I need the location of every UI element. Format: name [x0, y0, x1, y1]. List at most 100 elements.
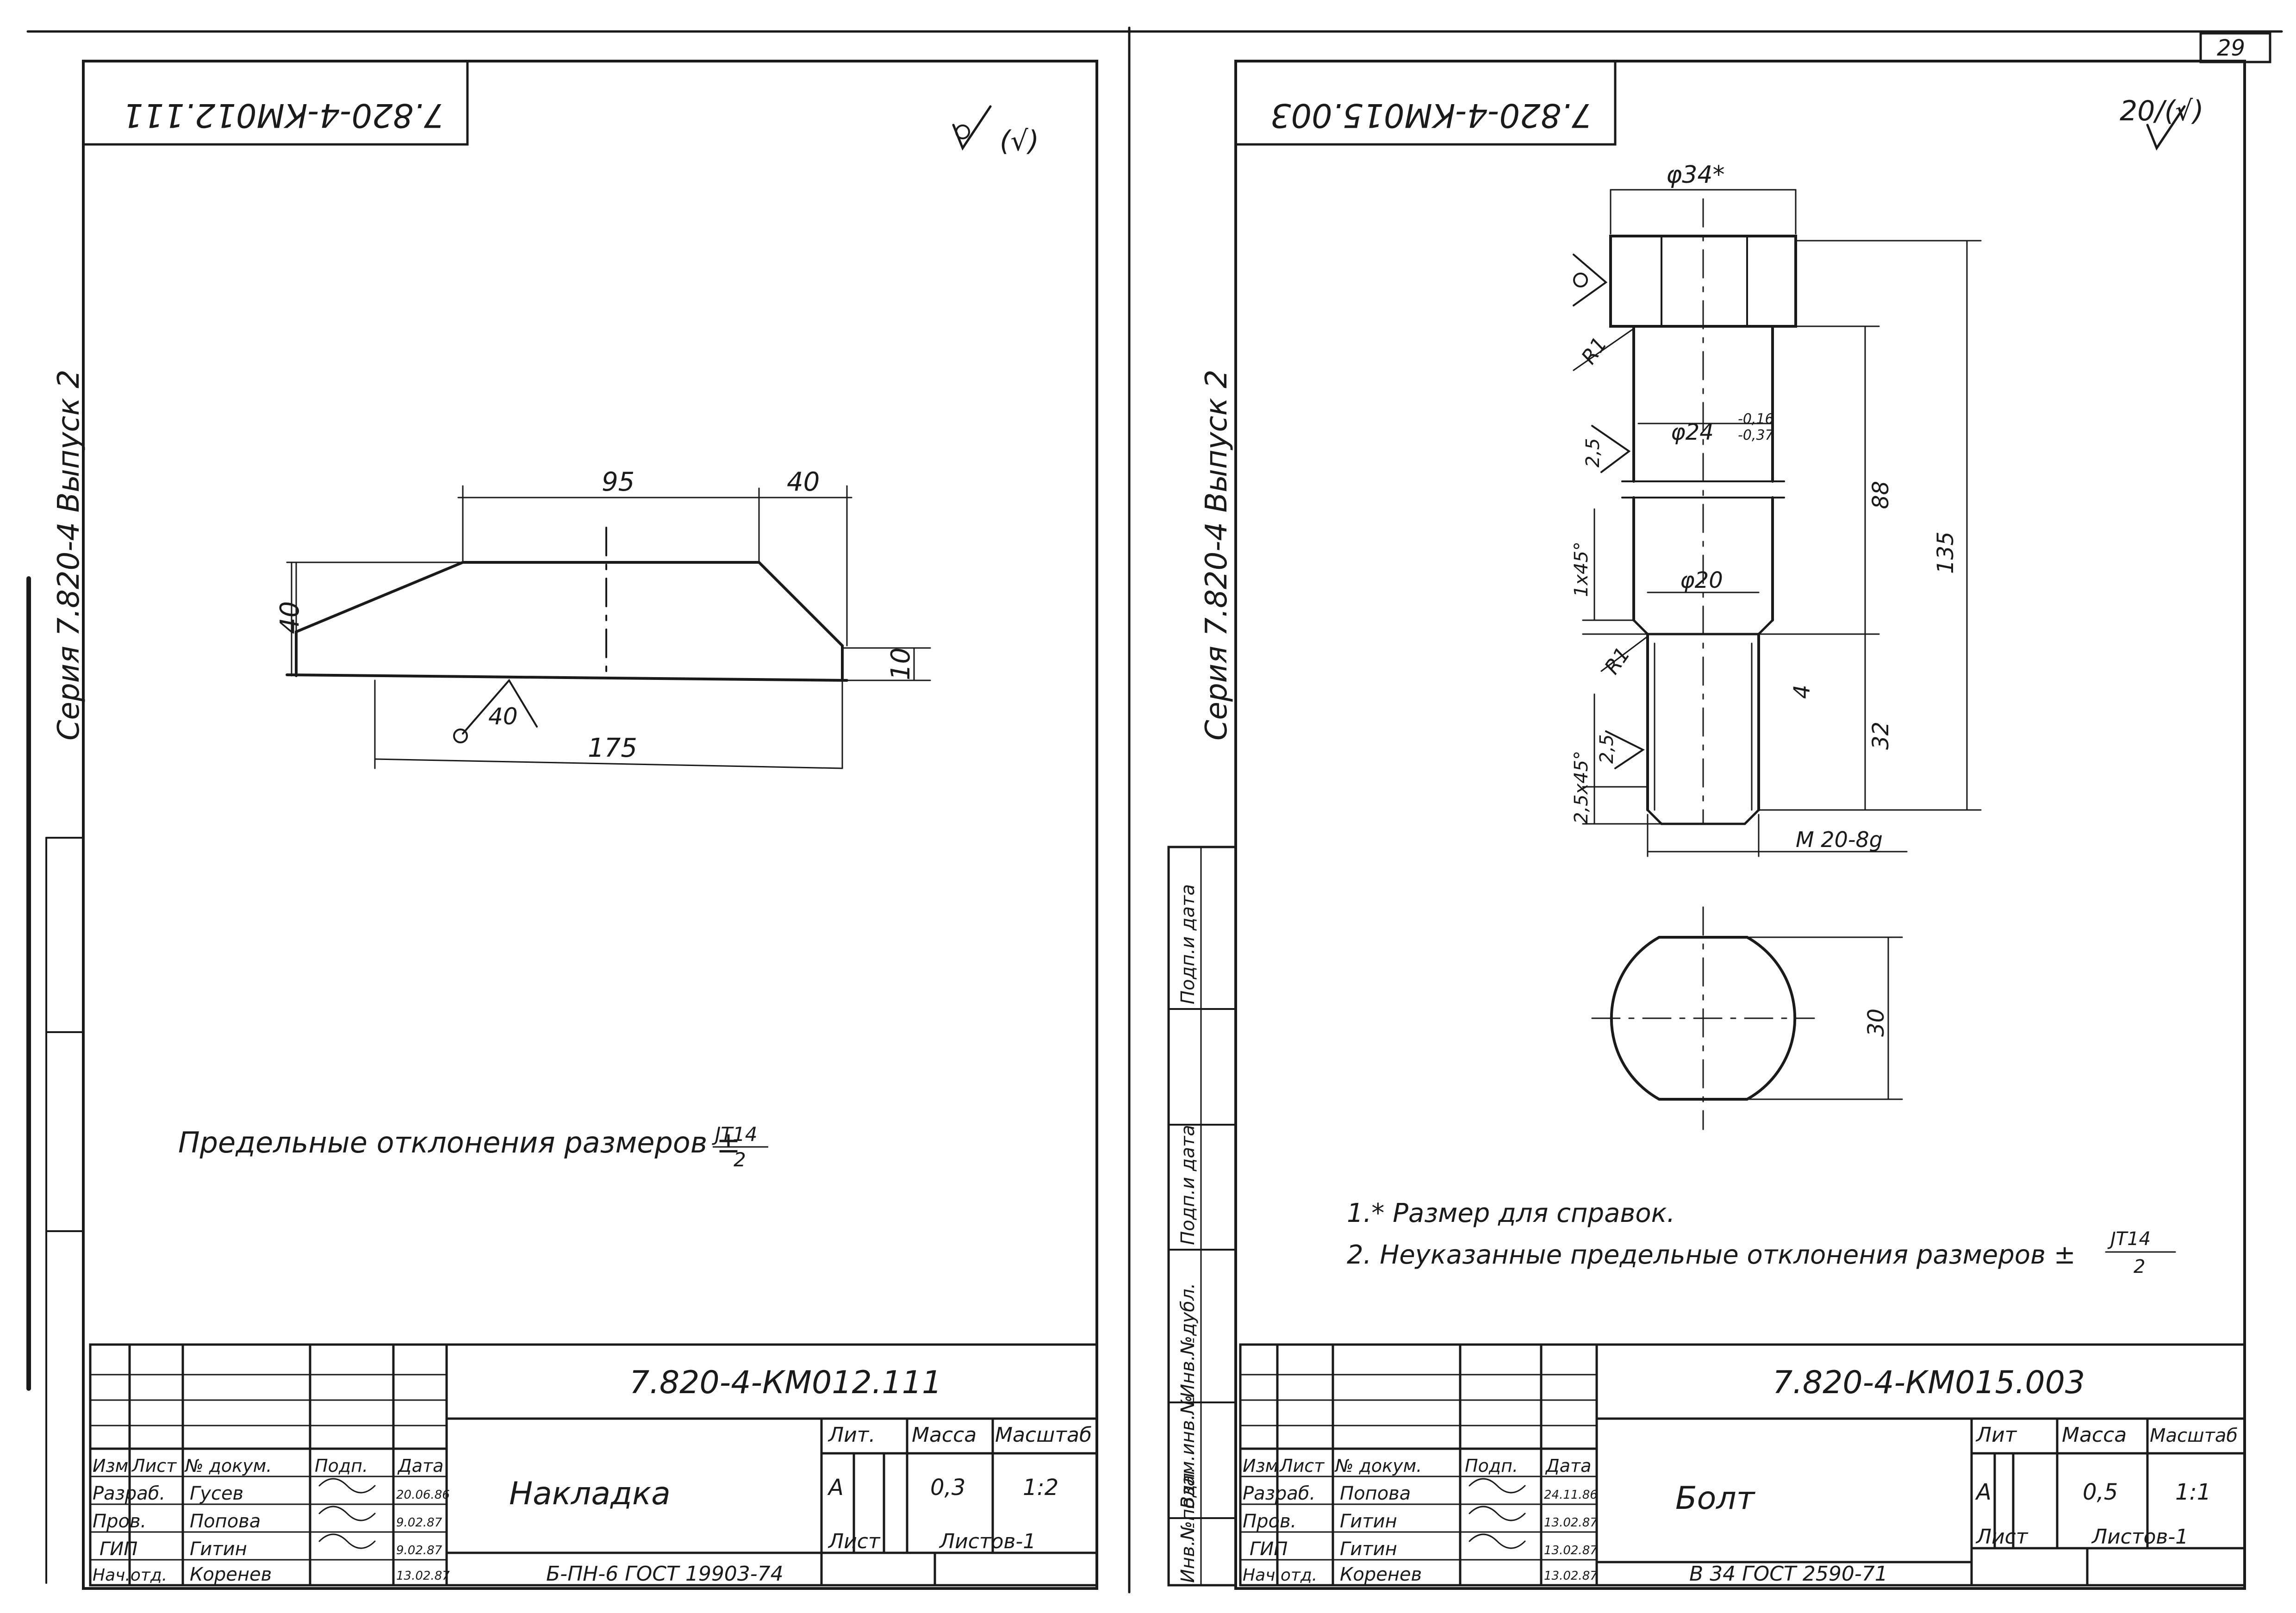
dim-chamfer-end: 2,5x45°	[1571, 751, 1592, 824]
right-tb-sheets-label: Листов-1	[2091, 1525, 2188, 1549]
dim-roughness-thread: 2,5	[1596, 734, 1618, 764]
left-series-label: Серия 7.820-4 Выпуск 2	[52, 369, 86, 741]
roughness-mark-40	[462, 679, 538, 735]
left-tb-role: ГИП	[100, 1538, 137, 1560]
right-tb-role: Разраб.	[1243, 1483, 1315, 1504]
right-series-label: Серия 7.820-4 Выпуск 2	[1200, 369, 1234, 741]
right-tb-role: Пров.	[1243, 1511, 1296, 1532]
dim-head-dia: φ34*	[1666, 161, 1724, 189]
signature-scribble	[318, 1506, 376, 1521]
right-tb-role: Нач.отд.	[1243, 1566, 1317, 1585]
left-tb-person: Гусев	[190, 1483, 243, 1504]
dim-135: 135	[1933, 531, 1959, 574]
right-tb-name: Болт	[1675, 1480, 1756, 1517]
right-stamp-code-mirrored: 7.820-4-КМ015.003	[1270, 96, 1592, 134]
side-label: Инв.№дубл.	[1177, 1283, 1199, 1398]
left-note-fraction-den: 2	[734, 1148, 746, 1171]
left-tb-role: Нач.отд.	[93, 1566, 167, 1585]
right-mirrored-stamp-box	[1234, 60, 1617, 146]
right-tb-h-izm: Изм	[1243, 1456, 1278, 1476]
left-tb-role: Разраб.	[93, 1483, 165, 1504]
side-label: Подп.и дата	[1177, 884, 1199, 1004]
right-roughness-label: 20/(√)	[2120, 95, 2204, 127]
plate-outline	[295, 561, 844, 682]
right-note-2: 2. Неуказанные предельные отклонения раз…	[1347, 1240, 2076, 1270]
bolt-shank-upper	[1632, 325, 1774, 483]
dim-chamfer-neck: 1x45°	[1571, 542, 1592, 597]
left-title-block	[89, 1343, 1098, 1587]
right-tb-scale-value: 1:1	[2175, 1479, 2211, 1505]
left-tb-sheet-label: Лист	[828, 1530, 881, 1553]
right-tb-date: 13.02.87	[1544, 1516, 1598, 1530]
dim-40-top: 40	[787, 467, 820, 497]
left-tb-material: Б-ПН-6 ГОСТ 19903-74	[546, 1562, 784, 1586]
left-note-fraction-num: JT14	[712, 1123, 758, 1146]
right-tb-person: Коренев	[1340, 1564, 1422, 1585]
dim-4: 4	[1789, 685, 1815, 699]
left-tb-h-sign: Подп.	[315, 1456, 368, 1476]
signature-scribble	[318, 1533, 376, 1549]
left-tb-mass-value: 0,3	[930, 1475, 965, 1501]
dim-r1-bottom: R1	[1600, 643, 1635, 679]
dim-thread: M 20-8g	[1796, 827, 1883, 852]
right-tb-scale-label: Масштаб	[2150, 1425, 2238, 1446]
dim-neck-dia: φ20	[1680, 567, 1723, 593]
dim-32: 32	[1868, 722, 1894, 750]
bolt-drawing	[1573, 105, 2186, 1130]
roughness-value-40: 40	[488, 703, 518, 730]
left-tb-lit-label: Лит.	[828, 1423, 875, 1447]
side-label: Инв.№подл.	[1177, 1467, 1199, 1583]
dim-line-175	[374, 758, 843, 769]
dim-95: 95	[602, 467, 635, 497]
page-number: 29	[2217, 35, 2245, 61]
left-mirrored-stamp-box	[82, 60, 469, 146]
left-sheet-frame	[82, 60, 1098, 1590]
dim-r1-top: R1	[1577, 333, 1612, 368]
right-roughness-symbol	[2146, 105, 2186, 151]
plate-base-line	[286, 673, 848, 682]
right-tb-date: 13.02.87	[1544, 1569, 1598, 1583]
left-tb-scale-label: Масштаб	[995, 1423, 1092, 1447]
left-tb-date: 9.02.87	[396, 1544, 442, 1557]
dim-tol-lower: -0,37	[1738, 427, 1774, 443]
left-tb-date: 13.02.87	[396, 1569, 450, 1583]
right-tb-role: ГИП	[1250, 1538, 1288, 1560]
left-tb-h-doc: № докум.	[184, 1456, 272, 1476]
right-tb-person: Гитин	[1340, 1511, 1397, 1532]
right-tb-material: В 34 ГОСТ 2590-71	[1689, 1562, 1888, 1586]
right-tb-h-doc: № докум.	[1334, 1456, 1422, 1476]
right-tb-h-list: Лист	[1279, 1456, 1325, 1476]
left-tb-person: Коренев	[190, 1564, 272, 1585]
left-tb-sheets-label: Листов-1	[939, 1530, 1036, 1553]
dim-88: 88	[1868, 481, 1894, 509]
side-label: Подп.и дата	[1177, 1125, 1199, 1245]
right-note-fraction-num: JT14	[2107, 1228, 2151, 1250]
right-tb-date: 13.02.87	[1544, 1544, 1598, 1557]
left-tb-date: 20.06.86	[396, 1488, 450, 1502]
left-tb-mass-label: Масса	[912, 1423, 977, 1447]
left-tb-scale-value: 1:2	[1023, 1475, 1058, 1501]
right-sheet-frame	[1234, 60, 2246, 1590]
signature-scribble	[1468, 1478, 1526, 1494]
bolt-thread-body	[1646, 633, 1760, 811]
right-tb-lit-label: Лит	[1975, 1423, 2017, 1447]
left-tb-h-date: Дата	[397, 1456, 443, 1476]
bolt-end-view	[1610, 936, 1797, 1101]
right-tb-person: Попова	[1340, 1483, 1411, 1504]
right-tb-mass-label: Масса	[2062, 1423, 2127, 1447]
right-tb-code: 7.820-4-КМ015.003	[1773, 1364, 2085, 1401]
left-tb-h-list: Лист	[131, 1456, 177, 1476]
left-tb-date: 9.02.87	[396, 1516, 442, 1530]
left-tb-role: Пров.	[93, 1511, 146, 1532]
right-title-block	[1239, 1343, 2246, 1587]
left-tb-code: 7.820-4-КМ012.111	[629, 1364, 942, 1401]
left-roughness-label: (√)	[1000, 125, 1039, 157]
left-tb-person: Попова	[190, 1511, 261, 1532]
right-tb-lit-value: А	[1975, 1479, 1991, 1505]
bolt-shank-lower	[1632, 496, 1774, 622]
left-tb-name: Накладка	[509, 1476, 671, 1512]
right-tb-h-date: Дата	[1545, 1456, 1591, 1476]
dim-30: 30	[1863, 1009, 1889, 1037]
